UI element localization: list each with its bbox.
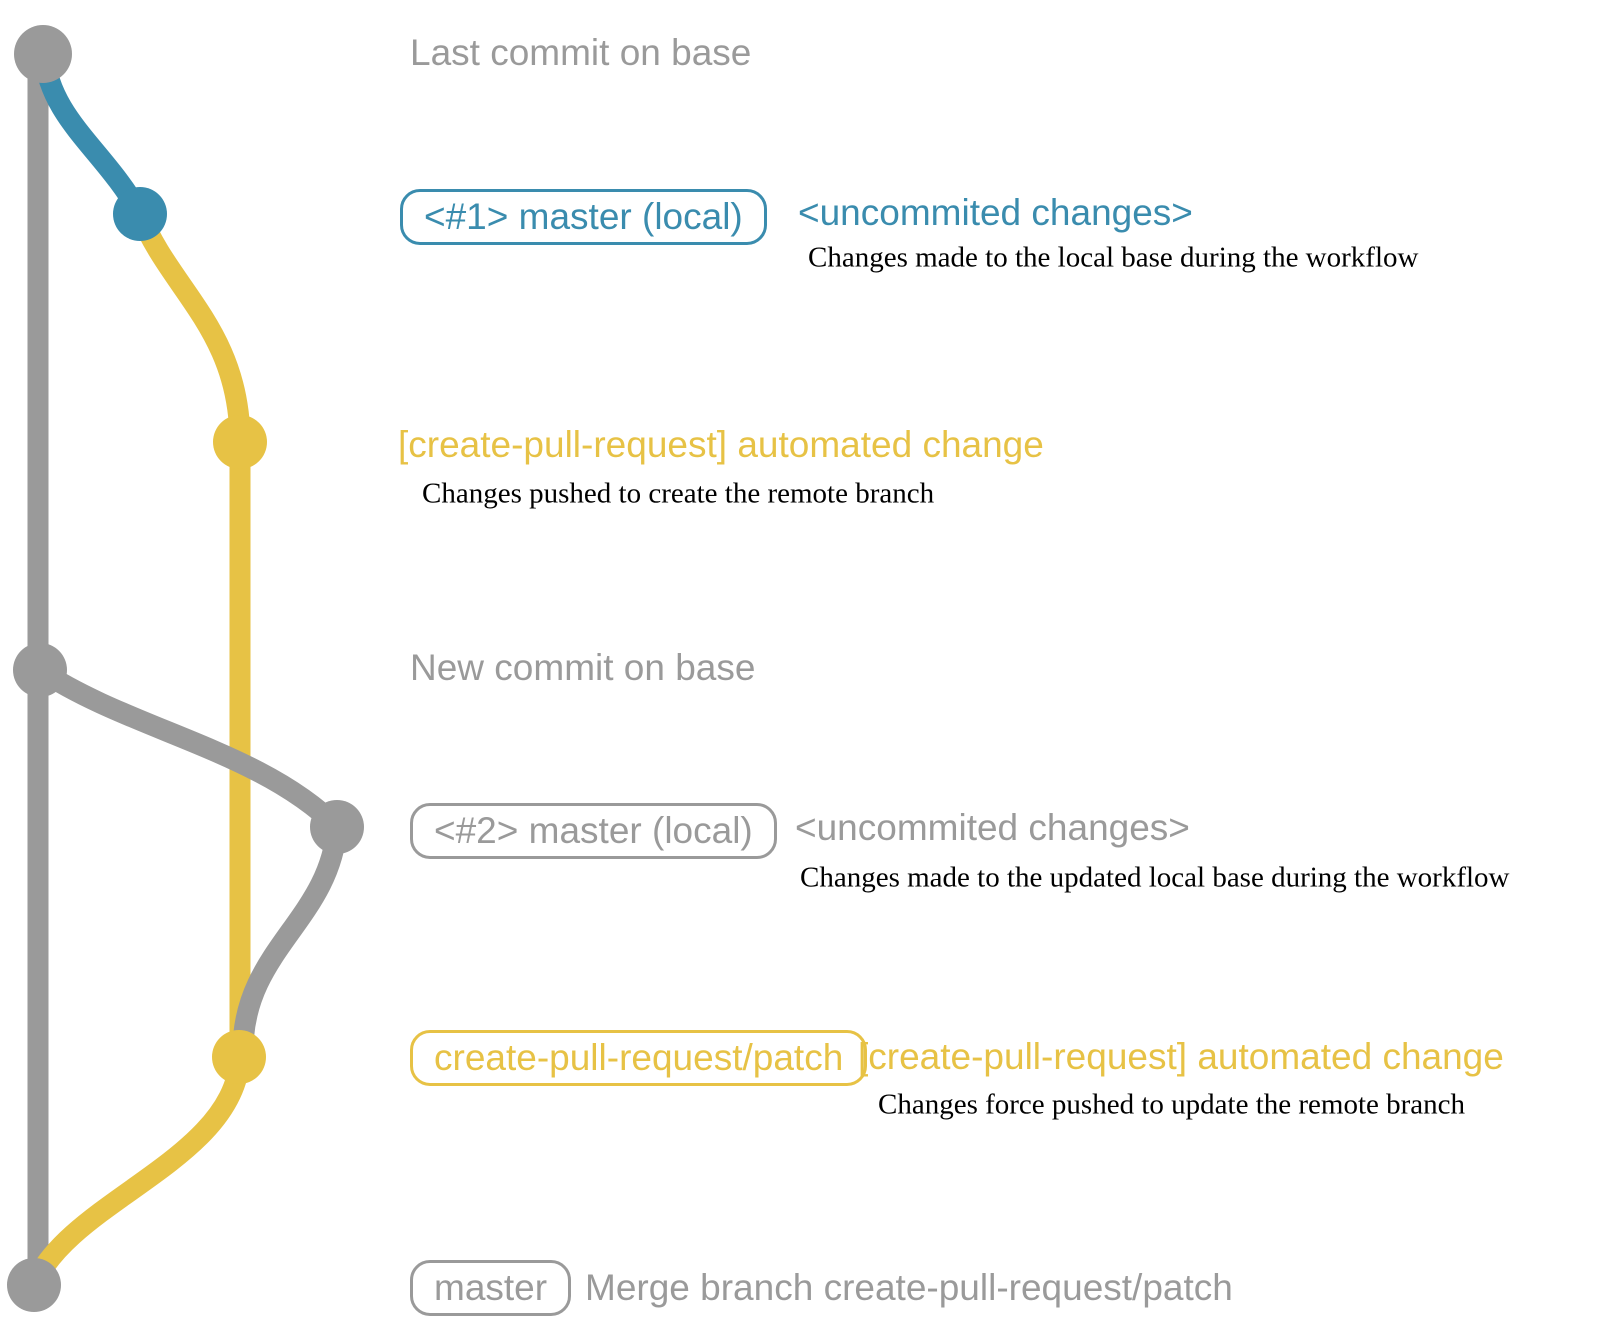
merge-commit-node bbox=[7, 1258, 61, 1312]
remote-branch-create-curve bbox=[130, 210, 251, 443]
merge-curve bbox=[24, 1055, 251, 1290]
message-automated-change-2: [create-pull-request] automated change bbox=[858, 1036, 1504, 1077]
description-push-remote-branch: Changes pushed to create the remote bran… bbox=[422, 477, 935, 510]
base-commit-node-1 bbox=[14, 25, 72, 83]
badge-create-pull-request-patch: create-pull-request/patch bbox=[410, 1030, 868, 1086]
local-commit-node-2 bbox=[310, 800, 364, 854]
caption-last-commit-on-base: Last commit on base bbox=[410, 32, 752, 73]
badge-master: master bbox=[410, 1260, 572, 1316]
description-local-changes-1: Changes made to the local base during th… bbox=[808, 241, 1419, 274]
description-force-push-remote-branch: Changes force pushed to update the remot… bbox=[878, 1088, 1466, 1121]
caption-new-commit-on-base: New commit on base bbox=[410, 647, 756, 688]
badge-master-local-2: <#2> master (local) bbox=[410, 803, 777, 859]
force-push-curve bbox=[232, 825, 348, 1051]
message-merge-branch: Merge branch create-pull-request/patch bbox=[585, 1267, 1233, 1308]
remote-commit-node-1 bbox=[213, 415, 267, 469]
message-uncommitted-changes-1: <uncommited changes> bbox=[798, 192, 1193, 233]
badge-master-local-1: <#1> master (local) bbox=[400, 189, 767, 245]
remote-commit-node-2 bbox=[212, 1030, 266, 1084]
base-commit-node-2 bbox=[13, 643, 67, 697]
base-update-curve bbox=[34, 661, 345, 835]
message-uncommitted-changes-2: <uncommited changes> bbox=[795, 807, 1190, 848]
local-commit-node-1 bbox=[113, 187, 167, 241]
description-local-changes-2: Changes made to the updated local base d… bbox=[800, 861, 1510, 894]
message-automated-change-1: [create-pull-request] automated change bbox=[398, 424, 1044, 465]
